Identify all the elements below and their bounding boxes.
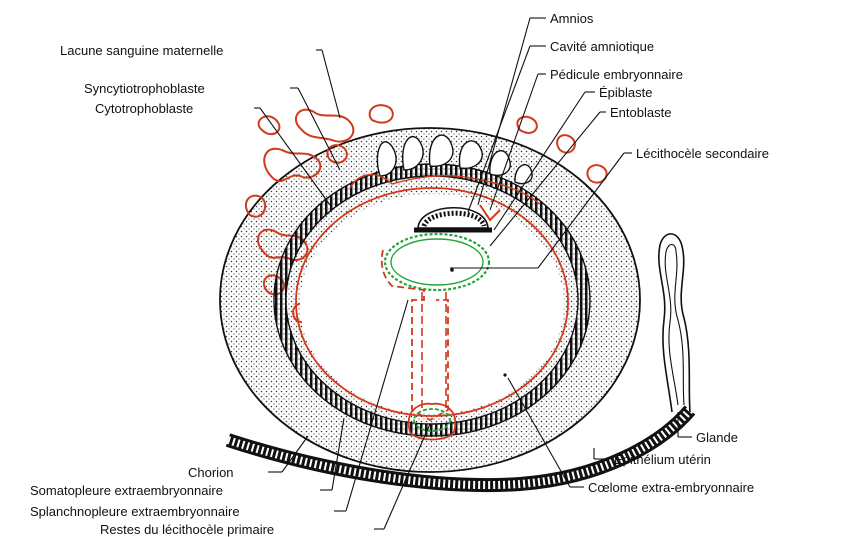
label-pedicule: Pédicule embryonnaire [550,67,683,82]
label-somatopleure: Somatopleure extraembryonnaire [30,483,223,498]
label-entoblaste: Entoblaste [610,105,671,120]
label-epiblaste: Épiblaste [599,85,652,100]
label-cavite-amniotique: Cavité amniotique [550,39,654,54]
label-syncytiotrophoblaste: Syncytiotrophoblaste [84,81,205,96]
label-amnios: Amnios [550,11,594,26]
label-lecithocele-secondaire: Lécithocèle secondaire [636,146,769,161]
yolk-sac-marker [450,268,454,272]
label-cytotrophoblaste: Cytotrophoblaste [95,101,193,116]
label-lacune-sanguine: Lacune sanguine maternelle [60,43,223,58]
label-chorion: Chorion [188,465,234,480]
label-glande: Glande [696,430,738,445]
coelom-marker [503,373,506,376]
label-restes-lecithocele: Restes du lécithocèle primaire [100,522,274,537]
uterine-gland [659,234,690,412]
label-splanchnopleure: Splanchnopleure extraembryonnaire [30,504,240,519]
label-coelome: Cœlome extra-embryonnaire [588,480,754,495]
label-epithelium-uterin: Épithélium utérin [614,452,711,467]
